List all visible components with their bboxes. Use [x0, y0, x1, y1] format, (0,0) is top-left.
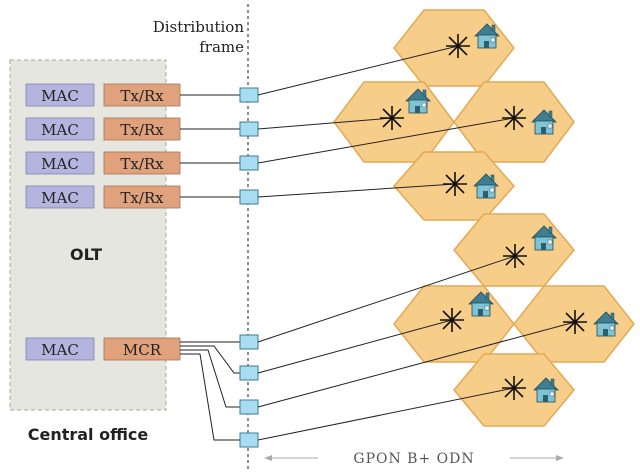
central-office-label: Central office [28, 425, 149, 444]
port-row: MAC Tx/Rx [25, 151, 181, 175]
distribution-label: Distribution [153, 18, 245, 36]
connector-icon [239, 432, 259, 448]
connector-icon [239, 189, 259, 205]
olt-port-rows: MAC Tx/Rx MAC Tx/Rx MAC Tx/Rx MAC Tx/Rx … [25, 83, 181, 361]
mcr-box [103, 337, 181, 361]
mac-box [25, 151, 95, 175]
connector-icon [239, 365, 259, 381]
mac-box [25, 83, 95, 107]
odn-cells [333, 9, 635, 427]
port-label: Tx/Rx [120, 121, 164, 139]
odn-span: GPON B+ ODN [264, 451, 564, 467]
port-label: Tx/Rx [120, 155, 164, 173]
connector-icon [239, 121, 259, 137]
odn-label: GPON B+ ODN [353, 451, 474, 467]
mac-label: MAC [41, 87, 79, 105]
mac-label: MAC [41, 341, 79, 359]
mac-label: MAC [41, 189, 79, 207]
connector-icon [239, 87, 259, 103]
cell [333, 81, 455, 163]
connector-icon [239, 334, 259, 350]
mcr-label: MCR [123, 341, 162, 359]
mac-box [25, 185, 95, 209]
mac-label: MAC [41, 155, 79, 173]
olt-links [180, 94, 240, 441]
cell [453, 213, 575, 287]
port-label: Tx/Rx [120, 87, 164, 105]
star-splitter-icon [562, 309, 588, 335]
star-splitter-icon [379, 105, 405, 131]
star-splitter-icon [502, 243, 528, 269]
mac-box [25, 117, 95, 141]
mac-box [25, 337, 95, 361]
port-row: MAC Tx/Rx [25, 117, 181, 141]
mac-label: MAC [41, 121, 79, 139]
star-splitter-icon [445, 33, 471, 59]
connector-icon [239, 155, 259, 171]
olt-label: OLT [70, 245, 102, 264]
port-label: Tx/Rx [120, 189, 164, 207]
frame-label: frame [199, 38, 244, 56]
star-splitter-icon [439, 307, 465, 333]
connectors [239, 87, 259, 448]
star-splitter-icon [442, 171, 468, 197]
connector-icon [239, 399, 259, 415]
port-row: MAC Tx/Rx [25, 185, 181, 209]
mcr-row: MAC MCR [25, 337, 181, 361]
star-splitter-icon [501, 105, 527, 131]
cell [393, 285, 515, 363]
star-splitter-icon [501, 375, 527, 401]
fiber-links [257, 45, 576, 441]
